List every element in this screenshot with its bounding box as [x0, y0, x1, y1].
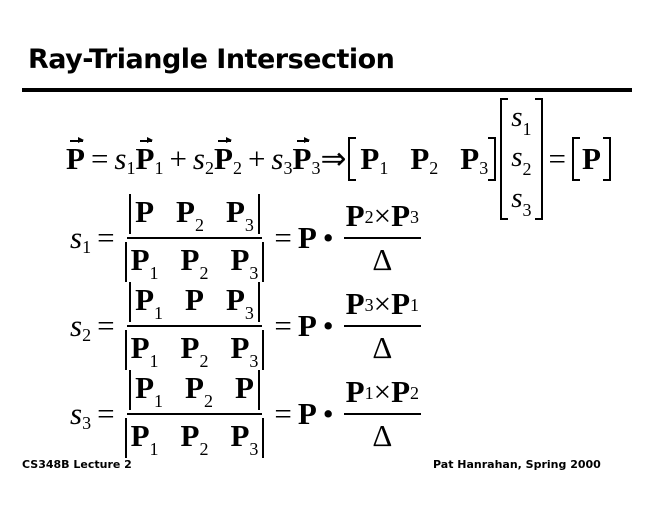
s: s: [114, 141, 127, 176]
vector-p2: P: [214, 137, 233, 176]
p2: P: [410, 141, 430, 176]
equals: =: [274, 396, 292, 431]
s: s: [511, 100, 523, 133]
plus: +: [247, 141, 266, 176]
vector-p3: P: [292, 137, 312, 176]
p3: P: [460, 141, 480, 176]
sub: 3: [283, 157, 293, 178]
s: s: [70, 396, 83, 431]
sub: 2: [522, 159, 532, 180]
sub: 3: [522, 200, 532, 221]
delta: Δ: [372, 330, 393, 365]
equals: =: [97, 220, 115, 255]
bracket-right: [602, 137, 611, 181]
bracket-right: [534, 98, 543, 220]
equals: =: [90, 141, 109, 176]
sub: 1: [82, 236, 92, 257]
sub: 3: [82, 412, 92, 433]
bracket-right: [488, 137, 497, 181]
sub: 3: [311, 157, 321, 178]
p: P: [297, 220, 317, 255]
plus: +: [169, 141, 187, 176]
equals: =: [97, 308, 115, 343]
sub: 2: [429, 157, 439, 178]
sub: 2: [205, 157, 214, 178]
equals: =: [548, 141, 567, 176]
delta: Δ: [372, 418, 393, 453]
vector-p1: P: [135, 137, 155, 176]
p: P: [297, 396, 317, 431]
column-vector-s: s1 s2 s3: [500, 98, 543, 221]
s: s: [192, 141, 205, 176]
s: s: [511, 141, 523, 174]
p1: P: [360, 141, 380, 176]
dot: •: [322, 396, 334, 431]
p-result-matrix: P: [572, 137, 611, 181]
slide-title: Ray-Triangle Intersection: [28, 44, 395, 75]
footer-author: Pat Hanrahan, Spring 2000: [433, 458, 601, 471]
delta: Δ: [372, 242, 393, 277]
equals: =: [274, 308, 292, 343]
sub: 2: [232, 157, 242, 178]
bracket-left: [348, 137, 357, 181]
bracket-left: [500, 98, 509, 220]
equals: =: [97, 396, 115, 431]
title-divider: [22, 88, 632, 92]
vector-p: P: [66, 137, 85, 176]
bracket-left: [572, 137, 581, 181]
s: s: [70, 220, 83, 255]
sub: 2: [82, 324, 92, 345]
footer-course: CS348B Lecture 2: [22, 458, 132, 471]
equals: =: [274, 220, 292, 255]
s: s: [511, 182, 523, 215]
p: P: [297, 308, 317, 343]
p: P: [582, 141, 601, 176]
implies: ⇒: [320, 141, 347, 176]
s: s: [271, 141, 284, 176]
sub: 1: [126, 157, 136, 178]
sub: 1: [522, 118, 532, 139]
s: s: [70, 308, 83, 343]
dot: •: [322, 308, 334, 343]
sub: 1: [154, 157, 164, 178]
dot: •: [322, 220, 334, 255]
sub: 1: [379, 157, 389, 178]
sub: 3: [479, 157, 489, 178]
